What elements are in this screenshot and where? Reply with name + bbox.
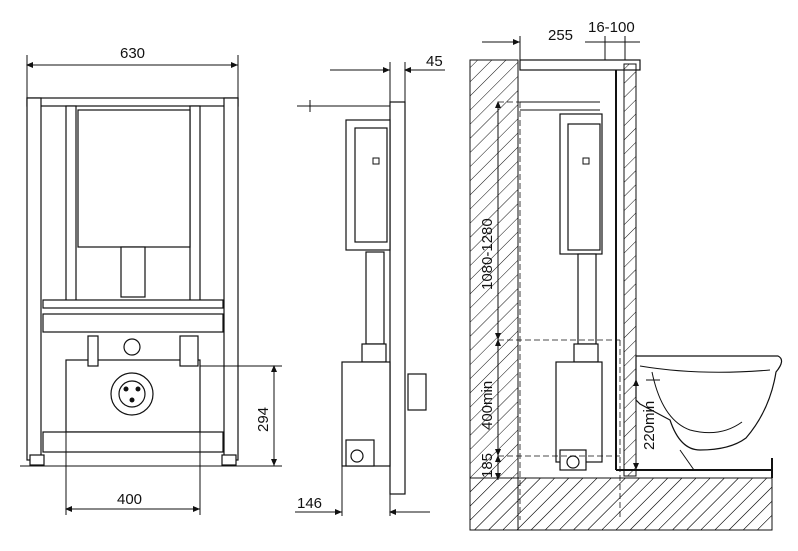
section-floor-label: 185 [479,453,496,478]
section-top-offset-label: 255 [548,27,573,44]
side-depth-bottom-label: 146 [297,495,322,512]
section-wall-gap-label: 16-100 [588,19,635,36]
side-view: 45 146 [295,53,445,516]
section-min-height-label: 400min [479,381,496,430]
section-height-range-label: 1080-1280 [479,218,496,290]
section-view: 255 16-100 1080-1280 400min 185 [469,19,783,531]
front-inner-width-label: 400 [117,491,142,508]
front-view: 630 400 294 [20,45,282,515]
section-side-min-label: 220min [641,401,658,450]
front-height-label: 294 [255,407,272,432]
side-depth-top-label: 45 [426,53,443,70]
front-width-label: 630 [120,45,145,62]
